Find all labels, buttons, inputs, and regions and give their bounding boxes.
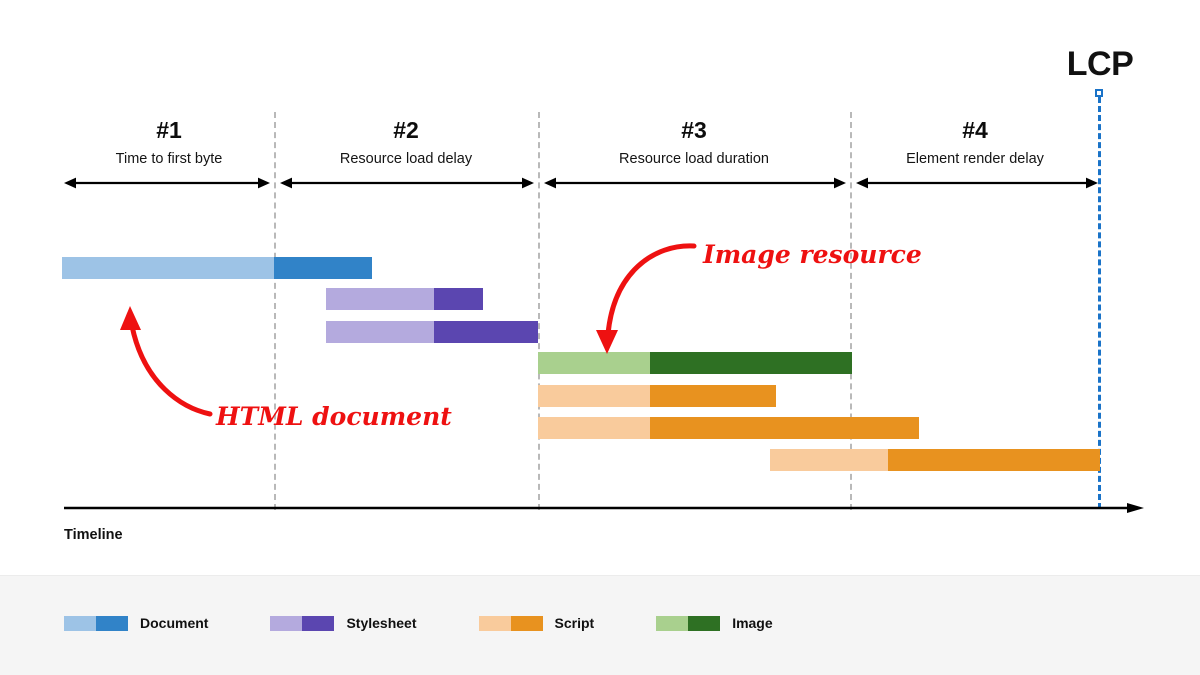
legend-band	[0, 575, 1200, 675]
html-document-arrow	[110, 288, 220, 418]
legend-swatch-icon	[270, 615, 335, 631]
phase-number-3: #3	[681, 117, 707, 143]
lcp-marker-line	[1098, 97, 1101, 509]
legend-label: Image	[732, 615, 773, 631]
lcp-marker-square	[1095, 89, 1103, 97]
phase-arrow-2	[280, 176, 534, 190]
resource-bar[interactable]	[538, 417, 919, 439]
resource-bar-wait-segment	[326, 288, 434, 310]
resource-bar-download-segment	[888, 449, 1100, 471]
phase-number-1: #1	[156, 117, 182, 143]
resource-bar-wait-segment	[770, 449, 888, 471]
resource-bar[interactable]	[770, 449, 1100, 471]
timeline-axis	[64, 503, 1144, 515]
resource-bar-wait-segment	[538, 352, 650, 374]
resource-bar[interactable]	[62, 257, 372, 279]
legend-item[interactable]: Document	[64, 615, 208, 631]
legend: Document Stylesheet Script Image	[64, 615, 835, 631]
phase-divider-1	[274, 112, 276, 510]
phase-arrow-1	[64, 176, 270, 190]
phase-arrow-3	[544, 176, 846, 190]
resource-bar-wait-segment	[538, 385, 650, 407]
phase-block-1: #1 Time to first byte	[64, 117, 274, 169]
lcp-label: LCP	[1066, 45, 1134, 83]
legend-swatch-icon	[64, 615, 128, 631]
resource-bar-download-segment	[434, 288, 483, 310]
legend-item[interactable]: Image	[656, 615, 773, 631]
resource-bar-wait-segment	[62, 257, 274, 279]
resource-bar-download-segment	[274, 257, 372, 279]
phase-block-3: #3 Resource load duration	[538, 117, 850, 169]
image-resource-annotation: Image resource	[703, 240, 922, 269]
phase-divider-3	[850, 112, 852, 510]
legend-swatch-icon	[656, 615, 721, 631]
phase-arrow-4	[856, 176, 1098, 190]
resource-bar[interactable]	[538, 352, 852, 374]
html-document-annotation: HTML document	[216, 402, 452, 431]
legend-label: Document	[140, 615, 209, 631]
legend-label: Stylesheet	[346, 615, 417, 631]
phase-name-3: Resource load duration	[619, 151, 769, 168]
resource-bar[interactable]	[326, 321, 538, 343]
legend-label: Script	[554, 615, 595, 631]
resource-bar-download-segment	[650, 385, 776, 407]
resource-bar-download-segment	[650, 417, 919, 439]
resource-bar-wait-segment	[326, 321, 434, 343]
legend-item[interactable]: Stylesheet	[270, 615, 417, 631]
phase-block-4: #4 Element render delay	[850, 117, 1100, 169]
image-resource-arrow	[590, 238, 700, 358]
phase-name-1: Time to first byte	[115, 151, 223, 168]
phase-number-2: #2	[393, 117, 419, 143]
phase-divider-2	[538, 112, 540, 510]
resource-bar-download-segment	[434, 321, 538, 343]
legend-item[interactable]: Script	[478, 615, 595, 631]
phase-number-4: #4	[962, 117, 988, 143]
phase-name-4: Element render delay	[906, 151, 1044, 168]
phase-name-2: Resource load delay	[339, 151, 473, 168]
legend-swatch-icon	[478, 615, 543, 631]
resource-bar[interactable]	[326, 288, 483, 310]
resource-bar-download-segment	[650, 352, 852, 374]
phase-block-2: #2 Resource load delay	[274, 117, 538, 169]
resource-bar-wait-segment	[538, 417, 650, 439]
resource-bar[interactable]	[538, 385, 776, 407]
timeline-axis-label: Timeline	[64, 527, 123, 543]
